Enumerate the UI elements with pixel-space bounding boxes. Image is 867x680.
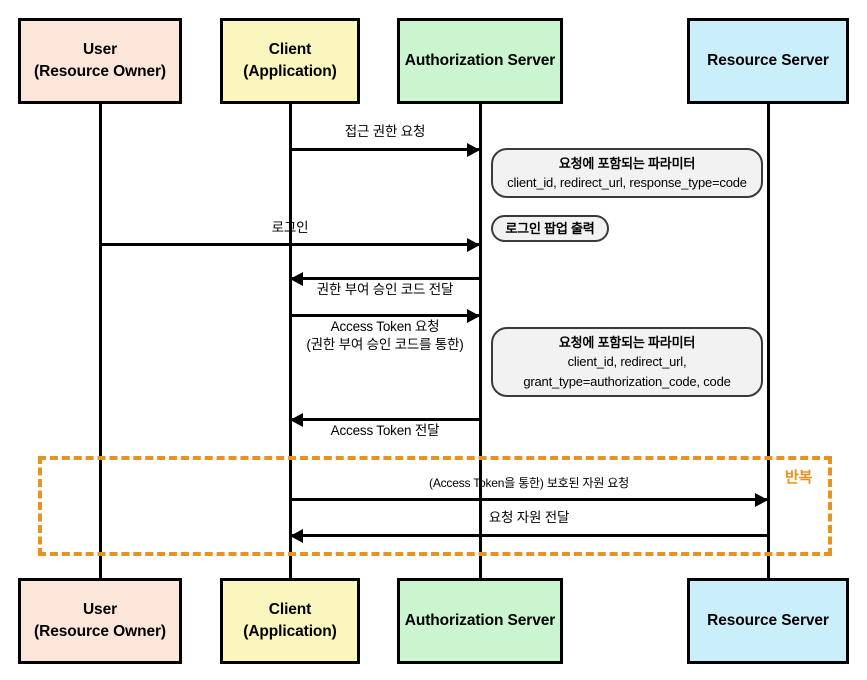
lifeline-user [99,104,102,578]
actor-box-user-top: User (Resource Owner) [18,18,182,104]
message-label-line: 로그인 [271,220,309,235]
message-label-line: 접근 권한 요청 [344,124,426,139]
message-label-line: (권한 부여 승인 코드를 통한) [306,337,464,353]
note-note1: 요청에 포함되는 파라미터 client_id, redirect_url, re… [491,148,763,198]
message-label-line: Access Token 요청 [330,319,440,334]
message-line-m3 [290,277,480,280]
message-line-m5 [290,418,480,421]
actor-box-auth_server-top: Authorization Server [397,18,563,104]
message-label-line: 권한 부여 승인 코드 전달 [316,282,454,297]
message-line-m6 [290,498,768,501]
note-line: 요청에 포함되는 파라미터 [558,334,696,350]
actor-box-user-bottom: User (Resource Owner) [18,578,182,664]
note-line: grant_type=authorization_code, code [523,373,731,389]
arrow-head-m2 [467,237,480,252]
arrow-head-m4 [467,308,480,323]
actor-label-primary: User [82,40,118,58]
arrow-head-m7 [290,528,303,543]
message-line-m1 [290,148,480,151]
message-label-line: (Access Token을 통한) 보호된 자원 요청 [429,476,629,490]
actor-label-secondary: (Resource Owner) [34,63,166,80]
arrow-head-m5 [290,412,303,427]
actor-box-client-top: Client (Application) [220,18,360,104]
actor-label-primary: Authorization Server [404,51,556,69]
message-line-m7 [290,534,768,537]
lifeline-client [289,104,292,578]
actor-label-secondary: (Application) [243,63,337,80]
note-line: client_id, redirect_url, response_type=c… [507,175,747,190]
repeat-frame [38,456,832,556]
actor-box-resource_server-bottom: Resource Server [687,578,849,664]
message-line-m4 [290,314,480,317]
note-note3: 요청에 포함되는 파라미터 client_id, redirect_url,gra… [491,327,763,397]
note-note2: 로그인 팝업 출력 [491,215,609,242]
actor-box-auth_server-bottom: Authorization Server [397,578,563,664]
lifeline-auth_server [479,104,482,578]
actor-label-secondary: (Application) [243,623,337,640]
message-label-line: 요청 자원 전달 [488,510,570,525]
actor-box-resource_server-top: Resource Server [687,18,849,104]
note-line: client_id, redirect_url, [567,354,687,370]
note-line: 로그인 팝업 출력 [505,220,595,236]
message-line-m2 [100,243,480,246]
actor-label-primary: Client [268,600,312,618]
actor-label-primary: Resource Server [707,51,829,69]
arrow-head-m3 [290,271,303,286]
note-line: 요청에 포함되는 파라미터 [558,155,696,171]
actor-label-primary: Resource Server [707,611,829,629]
repeat-label: 반복 [785,469,813,486]
actor-label-primary: Authorization Server [404,611,556,629]
message-label-line: Access Token 전달 [330,423,440,438]
lifeline-resource_server [767,104,770,578]
actor-box-client-bottom: Client (Application) [220,578,360,664]
arrow-head-m1 [467,142,480,157]
actor-label-primary: User [82,600,118,618]
actor-label-secondary: (Resource Owner) [34,623,166,640]
arrow-head-m6 [755,492,768,507]
actor-label-primary: Client [268,40,312,58]
